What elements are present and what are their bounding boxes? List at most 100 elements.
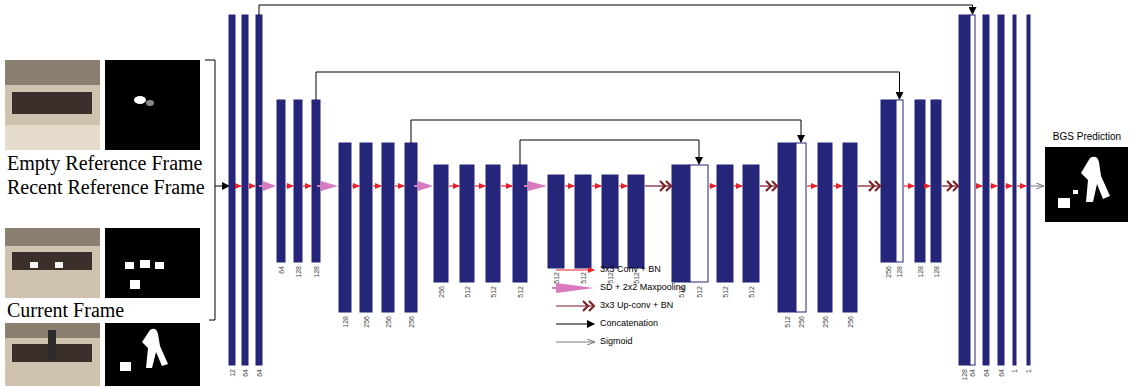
channel-count: 256 (847, 316, 854, 328)
conv-arrow (303, 186, 311, 187)
layer-bar (881, 100, 896, 262)
conv-arrow (734, 186, 742, 187)
channel-count: 256 (408, 316, 415, 328)
skip-connection (520, 140, 699, 165)
concat-bar (970, 15, 975, 365)
channel-count: 512 (517, 286, 524, 298)
layer-bar (434, 165, 448, 282)
channel-count: 12 (229, 369, 236, 377)
channel-count: 512 (696, 286, 703, 298)
channel-count: 256 (363, 316, 370, 328)
legend-sample (556, 342, 594, 343)
conv-arrow (565, 186, 574, 187)
legend-text: Sigmoid (600, 337, 633, 346)
legend-sample (552, 283, 594, 293)
conv-arrow (976, 186, 982, 187)
conv-arrow (249, 186, 255, 187)
layer-bar (382, 143, 394, 312)
input-images (5, 60, 200, 386)
prediction-image (1045, 147, 1128, 222)
layer-bar (405, 143, 417, 312)
up-arrow (942, 181, 958, 191)
channel-count: 256 (798, 316, 805, 328)
channel-count: 128 (295, 266, 302, 278)
layer-bar (256, 15, 262, 365)
conv-arrow (352, 186, 359, 187)
channel-count: 64 (242, 369, 249, 377)
channel-count: 1 (1025, 369, 1032, 373)
input-caption: Recent Reference Frame (5, 176, 209, 198)
conv-arrow (990, 186, 997, 187)
photo-thumb (5, 323, 100, 386)
layer-bar (983, 15, 989, 365)
conv-arrow (286, 186, 293, 187)
up-arrow (760, 181, 777, 191)
channel-count: 1 (1011, 369, 1018, 373)
conv-arrow (592, 186, 601, 187)
conv-arrow (926, 186, 930, 187)
conv-arrow (373, 186, 381, 187)
channel-count: 512 (580, 272, 587, 284)
pool-arrow (317, 181, 338, 191)
photo-thumb (5, 228, 100, 298)
channel-count: 64 (969, 369, 976, 377)
layer-bar (959, 15, 970, 365)
layer-bar (242, 15, 248, 365)
channel-count: 128 (896, 266, 903, 278)
legend-sample (556, 324, 594, 325)
pool-arrow (524, 181, 547, 191)
layer-bar (743, 165, 759, 282)
layer-bar (339, 143, 351, 312)
conv-arrow (619, 186, 627, 187)
channel-count: 64 (983, 369, 990, 377)
photo-thumb (5, 60, 100, 150)
layer-bar (277, 100, 285, 262)
channel-count: 512 (784, 316, 791, 328)
conv-arrow (1005, 186, 1012, 187)
conv-arrow (833, 186, 842, 187)
input-caption: Empty Reference Frame (5, 152, 209, 174)
mask-thumb (105, 60, 200, 150)
channel-count: 512 (464, 286, 471, 298)
channel-count: 512 (553, 272, 560, 284)
layer-bar (1013, 15, 1016, 365)
layer-bar (1027, 15, 1030, 365)
pool-arrow (414, 181, 433, 191)
conv-arrow (395, 186, 404, 187)
skip-connection (259, 5, 973, 15)
layer-bar (818, 143, 832, 312)
conv-arrow (449, 186, 459, 187)
mask-thumb (105, 323, 200, 386)
legend-text: SD + 2x2 Maxpooling (600, 283, 686, 292)
channel-count: 64 (256, 369, 263, 377)
channel-count: 256 (385, 316, 392, 328)
channel-count: 128 (342, 316, 349, 328)
layer-bar (229, 15, 235, 365)
layer-bar (360, 143, 372, 312)
layer-bar (294, 100, 302, 262)
layer-bar (778, 143, 796, 312)
output-caption: BGS Prediction (1046, 131, 1128, 142)
concat-bar (690, 165, 708, 282)
legend-text: 3x3 Up-conv + BN (600, 301, 673, 310)
layer-bar (548, 175, 564, 268)
conv-arrow (236, 186, 241, 187)
legend-text: Concatenation (600, 319, 658, 328)
layer-bar (575, 175, 591, 268)
layer-bar (513, 165, 527, 282)
concat-bar (896, 100, 903, 262)
channel-count: 128 (961, 369, 968, 381)
pool-arrow (259, 181, 276, 191)
channel-count: 256 (438, 286, 445, 298)
channel-count: 64 (998, 369, 1005, 377)
layer-bar (628, 175, 644, 268)
conv-arrow (904, 186, 914, 187)
up-arrow (858, 181, 880, 191)
layer-bar (717, 165, 733, 282)
channel-count: 512 (722, 286, 729, 298)
conv-arrow (475, 186, 485, 187)
channel-count: 256 (822, 316, 829, 328)
layer-bar (602, 175, 618, 268)
conv-arrow (1017, 186, 1026, 187)
